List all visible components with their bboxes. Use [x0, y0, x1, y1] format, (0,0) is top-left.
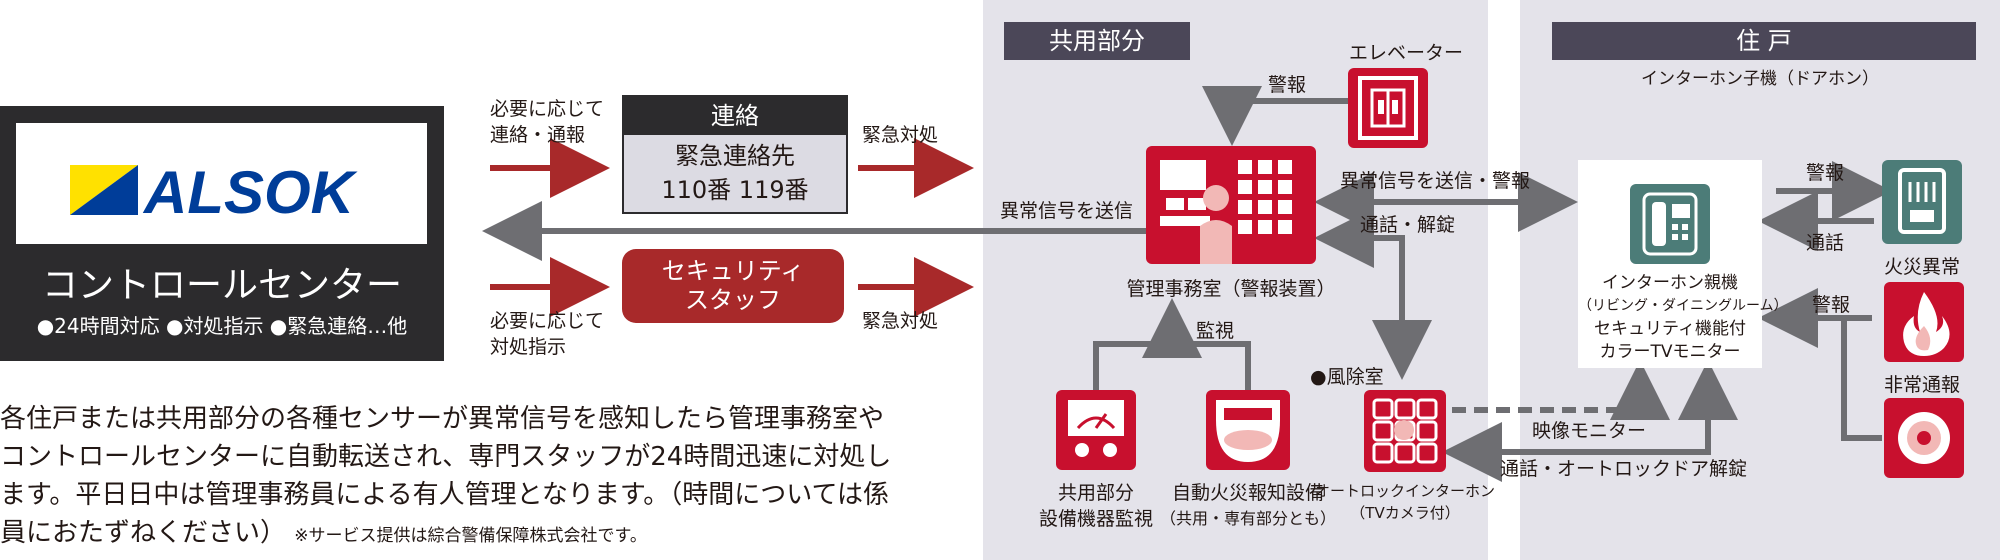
- label-line: オートロックインターホン: [1314, 482, 1495, 500]
- label-line: インターホン親機: [1602, 273, 1738, 293]
- label-elevator-alarm: 警報: [1268, 74, 1307, 96]
- description-line: ます。平日日中は管理事務員による有人管理となります。（時間については係: [0, 480, 889, 510]
- contact-line1: 緊急連絡先: [675, 142, 795, 170]
- arrow-elevator-alarm: [1202, 86, 1348, 146]
- parent-unit-card: インターホン親機 （リビング・ダイニングルーム） セキュリティ機能付 カラーTV…: [1578, 160, 1788, 368]
- elevator-icon: [1348, 68, 1428, 148]
- label-response-order: 必要に応じて 対処指示: [490, 308, 604, 360]
- control-center-box: ALSOK コントロールセンター ●24時間対応 ●対処指示 ●緊急連絡…他: [0, 106, 444, 361]
- door-phone-icon: [1882, 160, 1962, 244]
- fire-icon: [1884, 282, 1964, 362]
- label-line: 対処指示: [490, 336, 567, 358]
- label-alarm-1: 警報: [1806, 162, 1845, 184]
- label-line: カラーTVモニター: [1599, 342, 1741, 362]
- label-video-monitor: 映像モニター: [1532, 420, 1647, 442]
- staff-line1: セキュリティ: [661, 257, 805, 285]
- label-signal-alarm: 異常信号を送信・警報: [1340, 170, 1531, 192]
- fire-anomaly-label: 火災異常: [1883, 256, 1960, 278]
- arrow-office-autolock: [1314, 208, 1432, 380]
- label-alarm-2: 警報: [1812, 294, 1851, 316]
- intercom-parent-icon: [1630, 184, 1710, 264]
- label-line: 共用部分: [1057, 482, 1134, 504]
- control-center-title: コントロールセンター: [41, 265, 402, 306]
- alsok-logo-mark: ALSOK: [70, 159, 358, 226]
- label-line: セキュリティ機能付: [1594, 319, 1746, 339]
- fire-detector-icon: [1206, 390, 1290, 470]
- label-talk: 通話: [1806, 232, 1845, 254]
- arrow-video-monitor: [1452, 360, 1670, 420]
- service-note: ※サービス提供は綜合警備保障株式会社です。: [294, 526, 647, 546]
- label-line: 設備機器監視: [1038, 508, 1153, 530]
- fire-alarm-label: 自動火災報知設備 （共用・専有部分とも）: [1160, 480, 1336, 532]
- shared-area-header: 共用部分: [1004, 22, 1190, 60]
- elevator-label: エレベーター: [1348, 42, 1463, 64]
- arrow-autolock-unlock: [1442, 360, 1738, 482]
- autolock-label: オートロックインターホン （TVカメラ付）: [1310, 480, 1500, 524]
- equipment-meter-icon: [1056, 390, 1136, 470]
- emergency-contact-box: 連絡 緊急連絡先 110番 119番: [622, 95, 848, 214]
- label-line: 必要に応じて: [490, 310, 605, 332]
- label-monitor: 監視: [1196, 320, 1235, 342]
- description-last-row: 員におたずねください） ※サービス提供は綜合警備保障株式会社です。: [0, 514, 960, 555]
- alsok-logo: ALSOK: [16, 123, 427, 244]
- security-staff-box: セキュリティ スタッフ: [622, 249, 844, 323]
- label-line: （共用・専有部分とも）: [1160, 509, 1337, 528]
- emergency-call-label: 非常通報: [1883, 374, 1960, 396]
- label-line: 連絡・通報: [490, 124, 586, 146]
- label-contact-report: 必要に応じて 連絡・通報: [490, 96, 604, 148]
- emergency-button-icon: [1884, 398, 1964, 478]
- label-line: 自動火災報知設備: [1171, 482, 1324, 504]
- contact-header: 連絡: [624, 97, 846, 135]
- description: 各住戸または共用部分の各種センサーが異常信号を感知したら管理事務室や コントロー…: [0, 400, 960, 555]
- label-emergency-bottom: 緊急対処: [862, 310, 939, 332]
- label-line: （TVカメラ付）: [1350, 504, 1460, 522]
- equipment-label: 共用部分 設備機器監視: [1016, 480, 1176, 532]
- label-emergency-top: 緊急対処: [862, 124, 939, 146]
- wind-room-label: ●風除室: [1310, 366, 1384, 388]
- description-line: コントロールセンターに自動転送され、専門スタッフが24時間迅速に対処し: [0, 442, 892, 472]
- label-signal-to-center: 異常信号を送信: [1000, 200, 1134, 222]
- contact-line2: 110番 119番: [661, 176, 809, 204]
- staff-line2: スタッフ: [685, 286, 781, 314]
- door-phone-label: インターホン子機（ドアホン）: [1641, 69, 1879, 89]
- label-line: 必要に応じて: [490, 98, 605, 120]
- home-area-header: 住 戸: [1552, 22, 1976, 60]
- office-label: 管理事務室（警報装置）: [1126, 278, 1336, 300]
- label-autolock-unlock: 通話・オートロックドア解錠: [1500, 458, 1748, 480]
- alarm-device-icon: [1146, 146, 1316, 264]
- description-line: 員におたずねください）: [0, 518, 287, 548]
- autolock-intercom-icon: [1364, 390, 1446, 472]
- control-center-services: ●24時間対応 ●対処指示 ●緊急連絡…他: [36, 314, 408, 338]
- label-line: （リビング・ダイニングルーム）: [1578, 298, 1788, 314]
- label-call-unlock: 通話・解錠: [1360, 214, 1456, 236]
- line-emergency-call: [1841, 318, 1882, 441]
- alsok-logo-text: ALSOK: [142, 159, 358, 226]
- parent-unit-label: インターホン親機 （リビング・ダイニングルーム） セキュリティ機能付 カラーTV…: [1578, 272, 1788, 364]
- line-equipment-monitor: [1093, 341, 1251, 390]
- description-line: 各住戸または共用部分の各種センサーが異常信号を感知したら管理事務室や: [0, 404, 885, 434]
